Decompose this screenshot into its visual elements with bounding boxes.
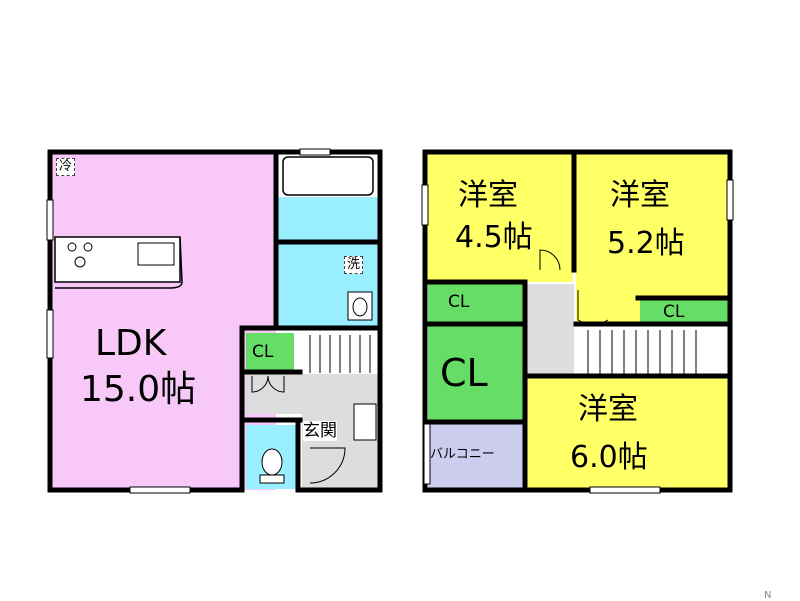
room-b [576,152,730,322]
entrance-door-swing [309,447,346,484]
windows-1f [46,148,331,494]
washer-label: 洗 [344,256,364,274]
room-a-name-label: 洋室 [458,178,518,213]
room-a-door-swing [539,249,561,271]
windows-2f [421,179,734,494]
closet-b-2f-label: CL [663,302,685,322]
toilet-tank-icon [259,474,285,484]
ldk-room [50,152,276,490]
walls-2f [422,149,733,493]
stove-burner-icon [83,242,93,252]
toilet-bowl-icon [261,448,283,476]
closet-1f-label: CL [252,342,274,362]
kitchen-counter-curve [55,236,183,289]
room-a [427,152,573,282]
fridge-label: 冷 [56,158,76,176]
closet-b-2f [640,298,728,326]
room-c [526,376,730,490]
sink-icon [137,242,175,266]
balcony-label: バルコニー [430,447,495,462]
closet-a-2f [428,284,523,322]
closet-c-2f-label: CL [440,351,488,395]
hall-2f [526,284,574,374]
closet-1f [246,333,294,371]
room-c-name-label: 洋室 [578,392,638,427]
closet-c-2f [428,326,523,421]
bathtub-icon [282,156,374,196]
entrance-label: 玄関 [303,421,337,441]
room-a-size-label: 4.5帖 [455,220,533,255]
shoe-box [353,403,377,441]
room-c-size-label: 6.0帖 [570,440,648,475]
balcony [428,424,523,488]
stove-burner-icon [67,242,77,252]
hall-door-swing [267,375,285,393]
wash-basin-icon [347,291,373,321]
floor-2 [421,149,734,494]
compass-north-label: N [764,590,772,601]
stove-burner-icon [74,256,86,268]
floor-1 [46,148,383,494]
ldk-size-label: 15.0帖 [80,369,197,410]
stairs-2f [576,330,728,376]
stairs-1f-treads [309,335,371,373]
wash-basin-bowl-icon [352,297,368,317]
closet-a-2f-label: CL [448,292,470,312]
ldk-name-label: LDK [95,323,167,364]
bathroom [278,195,378,241]
stairs-2f-treads [587,330,697,376]
room-b-size-label: 5.2帖 [607,226,685,261]
room-b-name-label: 洋室 [610,178,670,213]
